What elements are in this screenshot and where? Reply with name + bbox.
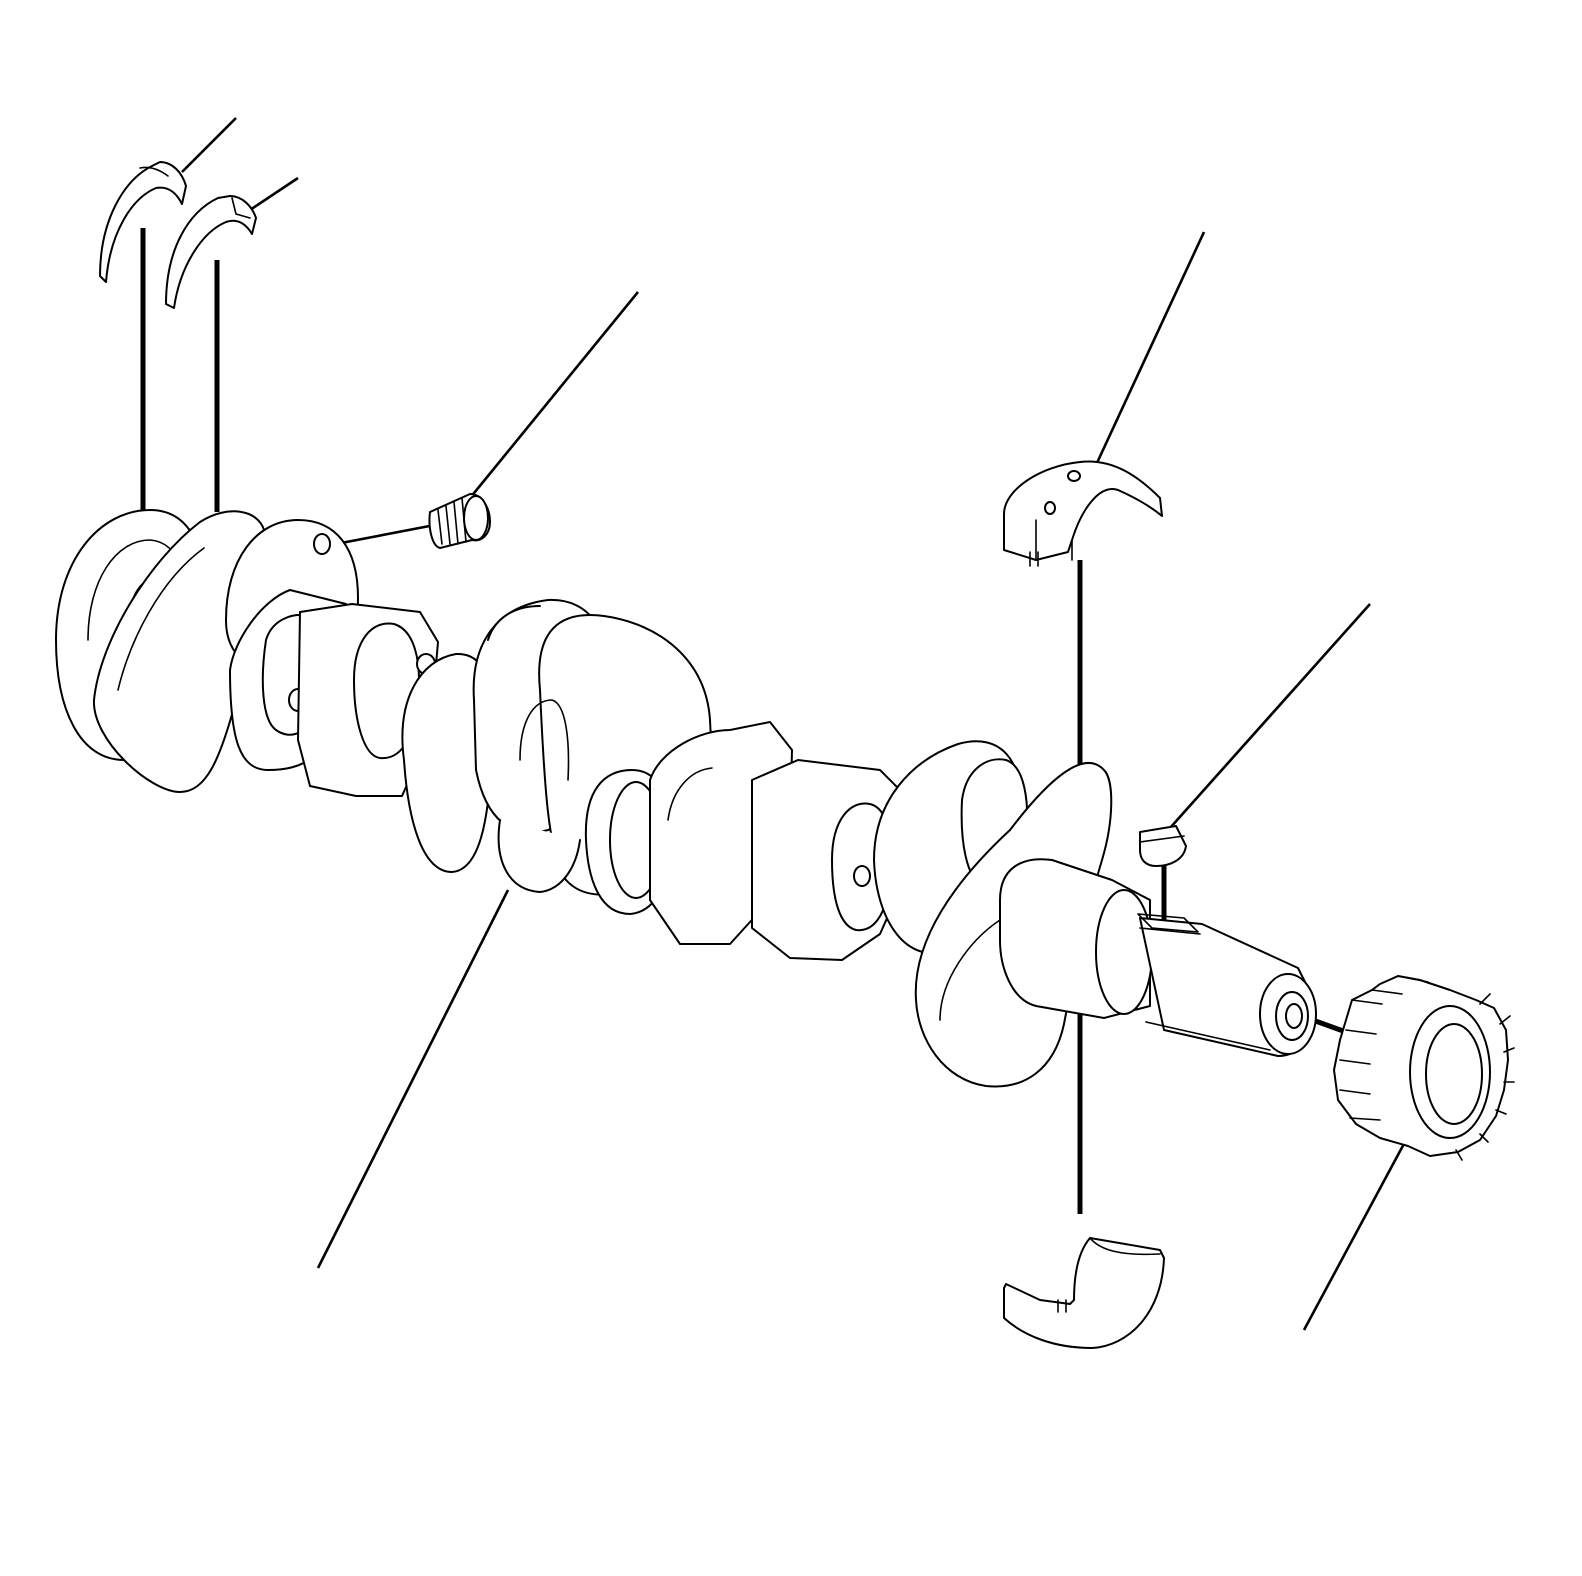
plug-screw: [428, 493, 491, 549]
thrust-washer-upper-2: [165, 195, 257, 309]
crankshaft-gear: [1333, 975, 1515, 1161]
leader-crankshaft: [316, 889, 510, 1269]
leader-plug-screw: [468, 291, 640, 499]
leader-thrust-washer-2: [249, 176, 299, 212]
crankshaft: [55, 509, 1317, 1088]
assembly-line-screw: [335, 522, 441, 546]
leader-crankshaft-gear: [1302, 1139, 1408, 1331]
leader-lines: [181, 117, 1408, 1331]
woodruff-key: [1139, 825, 1187, 867]
thrust-washer-upper-1: [99, 161, 187, 283]
leader-woodruff-key: [1169, 603, 1371, 829]
main-bearing-lower-shell: [1003, 1237, 1165, 1349]
leader-thrust-washer-1: [181, 117, 237, 173]
leader-upper-bearing-shell: [1088, 231, 1206, 479]
main-bearing-upper-shell: [1003, 460, 1163, 567]
